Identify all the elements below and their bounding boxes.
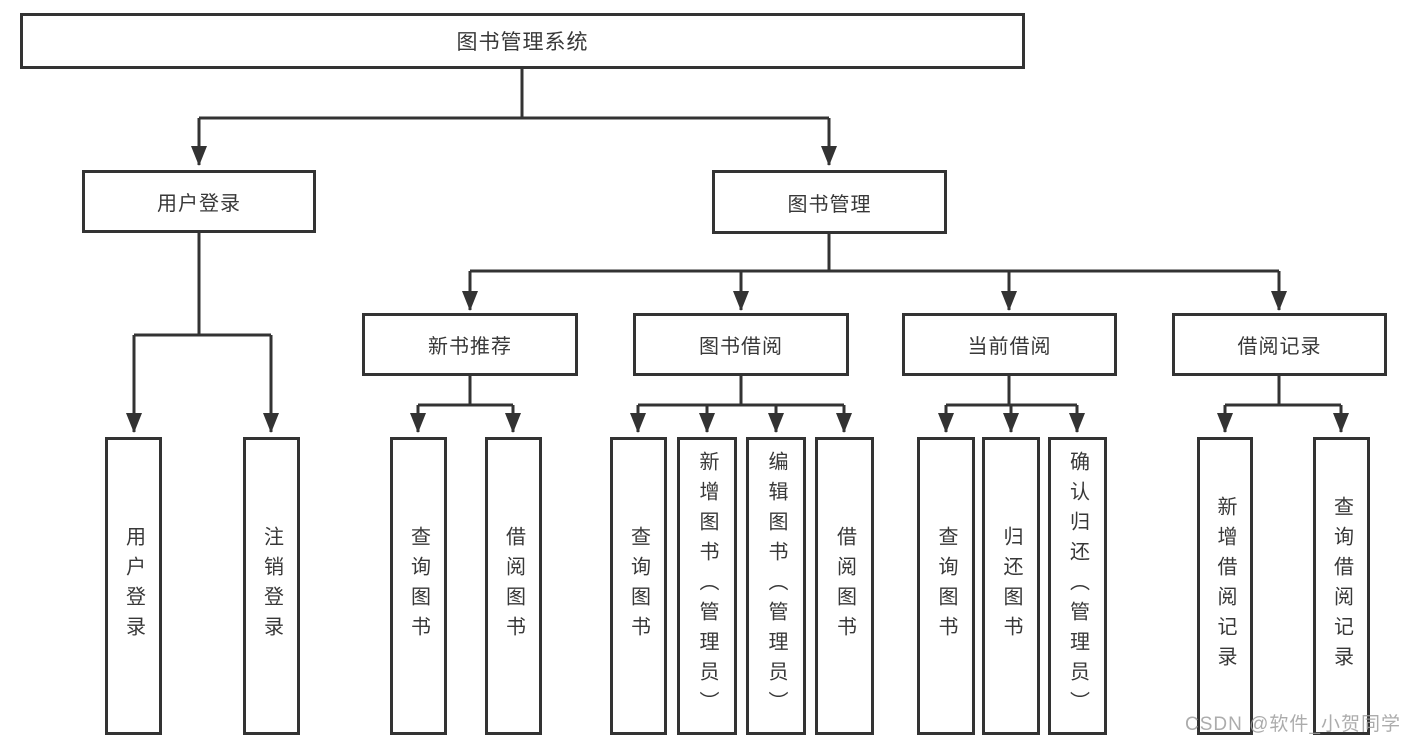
leaf-recommend-query-books-label: 查询图书 xyxy=(407,526,430,646)
node-user-login: 用户登录 xyxy=(82,170,316,233)
leaf-logout: 注销登录 xyxy=(243,437,300,735)
leaf-login: 用户登录 xyxy=(105,437,162,735)
leaf-recommend-borrow-books: 借阅图书 xyxy=(485,437,542,735)
node-new-book-recommend: 新书推荐 xyxy=(362,313,578,376)
leaf-logout-label: 注销登录 xyxy=(260,526,283,646)
leaf-records-add-record: 新增借阅记录 xyxy=(1197,437,1253,735)
leaf-borrow-add-books-admin-label: 新增图书（管理员） xyxy=(696,451,718,721)
node-new-book-recommend-label: 新书推荐 xyxy=(428,336,512,358)
leaf-recommend-query-books: 查询图书 xyxy=(390,437,447,735)
leaf-current-query-books: 查询图书 xyxy=(917,437,975,735)
leaf-borrow-edit-books-admin: 编辑图书（管理员） xyxy=(746,437,806,735)
leaf-borrow-query-books: 查询图书 xyxy=(610,437,667,735)
node-borrow-records: 借阅记录 xyxy=(1172,313,1387,376)
leaf-borrow-query-books-label: 查询图书 xyxy=(627,526,650,646)
leaf-records-query-record-label: 查询借阅记录 xyxy=(1330,496,1353,676)
node-current-borrow-label: 当前借阅 xyxy=(967,336,1052,358)
node-book-borrow: 图书借阅 xyxy=(633,313,849,376)
node-root: 图书管理系统 xyxy=(20,13,1025,69)
node-book-borrow-label: 图书借阅 xyxy=(699,336,783,358)
leaf-current-return-books-label: 归还图书 xyxy=(1000,526,1022,646)
watermark-text: CSDN @软件_小贺同学 xyxy=(1185,714,1401,735)
leaf-current-query-books-label: 查询图书 xyxy=(935,526,957,646)
node-borrow-records-label: 借阅记录 xyxy=(1237,336,1322,358)
leaf-login-label: 用户登录 xyxy=(122,526,145,646)
leaf-borrow-edit-books-admin-label: 编辑图书（管理员） xyxy=(765,451,787,721)
leaf-recommend-borrow-books-label: 借阅图书 xyxy=(502,526,525,646)
node-user-login-label: 用户登录 xyxy=(157,193,241,215)
leaf-borrow-borrow-books-label: 借阅图书 xyxy=(833,526,856,646)
leaf-current-confirm-return-admin: 确认归还（管理员） xyxy=(1048,437,1107,735)
node-book-management: 图书管理 xyxy=(712,170,947,234)
leaf-current-confirm-return-admin-label: 确认归还（管理员） xyxy=(1066,451,1089,721)
leaf-records-add-record-label: 新增借阅记录 xyxy=(1214,496,1236,676)
leaf-current-return-books: 归还图书 xyxy=(982,437,1040,735)
leaf-records-query-record: 查询借阅记录 xyxy=(1313,437,1370,735)
leaf-borrow-add-books-admin: 新增图书（管理员） xyxy=(677,437,737,735)
node-root-label: 图书管理系统 xyxy=(456,31,589,54)
leaf-borrow-borrow-books: 借阅图书 xyxy=(815,437,874,735)
node-current-borrow: 当前借阅 xyxy=(902,313,1117,376)
node-book-management-label: 图书管理 xyxy=(787,193,872,216)
